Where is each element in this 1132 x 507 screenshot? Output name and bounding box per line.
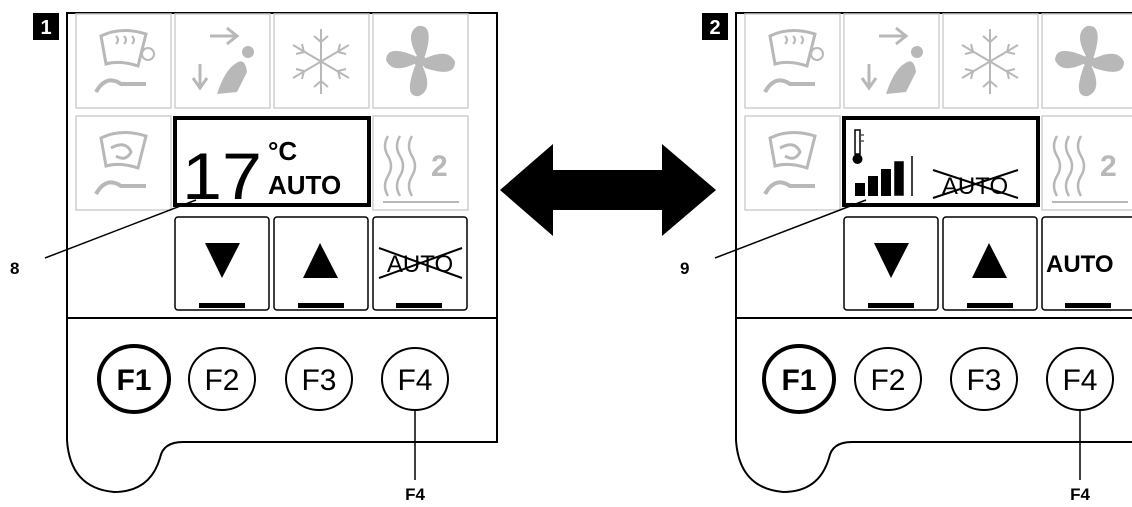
seat-heating-icon[interactable]: 2 [1041, 115, 1132, 211]
f3-label: F3 [966, 364, 1001, 397]
temperature-down-button[interactable] [174, 216, 270, 311]
f3-key[interactable]: F3 [950, 347, 1018, 411]
temperature-up-button[interactable] [273, 216, 369, 311]
f4-key[interactable]: F4 [381, 347, 449, 411]
callout-fkey-label: F4 [1070, 485, 1090, 504]
callout-line-display [44, 199, 197, 259]
f4-label: F4 [397, 364, 432, 397]
auto-off-button[interactable]: AUTO [372, 216, 468, 311]
fan-down-button[interactable] [843, 216, 939, 311]
f2-label: F2 [204, 364, 239, 397]
callout-line-display [714, 199, 867, 259]
temperature-value: 17 [182, 139, 262, 213]
auto-mode-label: AUTO [268, 170, 341, 200]
f3-key[interactable]: F3 [285, 347, 353, 411]
f2-key[interactable]: F2 [188, 347, 256, 411]
fan-up-button[interactable] [942, 216, 1038, 311]
callout-display-number: 8 [10, 259, 19, 278]
fan-icon[interactable] [372, 13, 469, 109]
f1-key[interactable]: F1 [97, 344, 171, 414]
auto-button[interactable]: AUTO [1041, 216, 1132, 311]
panel-number-badge [702, 13, 728, 40]
fan-icon[interactable] [1041, 13, 1132, 109]
f1-label: F1 [116, 364, 151, 397]
thermometer-icon [852, 129, 864, 164]
seat-airflow-icon[interactable] [174, 13, 271, 109]
seat-airflow-icon[interactable] [843, 13, 940, 109]
callout-fkey-label: F4 [405, 485, 425, 504]
panel-number: 1 [40, 17, 51, 39]
f2-label: F2 [870, 364, 905, 397]
switch-between-views-arrow [500, 144, 716, 236]
f3-label: F3 [301, 364, 336, 397]
seat-recirculation-icon[interactable] [744, 115, 841, 211]
snowflake-icon[interactable] [942, 13, 1039, 109]
auto-label: AUTO [1046, 251, 1114, 278]
f2-key[interactable]: F2 [854, 347, 922, 411]
panel-2: 2 [680, 12, 1132, 504]
windshield-defrost-icon[interactable] [75, 13, 172, 109]
panel-number: 2 [709, 17, 720, 39]
seat-heating-level: 2 [431, 150, 448, 183]
temperature-unit: °C [268, 136, 297, 166]
callout-display-number: 9 [680, 259, 689, 278]
fan-level-bars [855, 160, 905, 197]
snowflake-icon[interactable] [273, 13, 370, 109]
temperature-display [173, 116, 371, 207]
seat-heating-icon[interactable]: 2 [372, 115, 469, 211]
panel-1: 1 [10, 12, 498, 504]
seat-heating-level: 2 [1100, 150, 1117, 183]
f1-key[interactable]: F1 [762, 344, 836, 414]
f4-label: F4 [1062, 364, 1097, 397]
windshield-defrost-icon[interactable] [744, 13, 841, 109]
seat-recirculation-icon[interactable] [75, 115, 172, 211]
f4-key[interactable]: F4 [1046, 347, 1114, 411]
f1-label: F1 [781, 364, 816, 397]
panel-number-badge [33, 13, 59, 40]
